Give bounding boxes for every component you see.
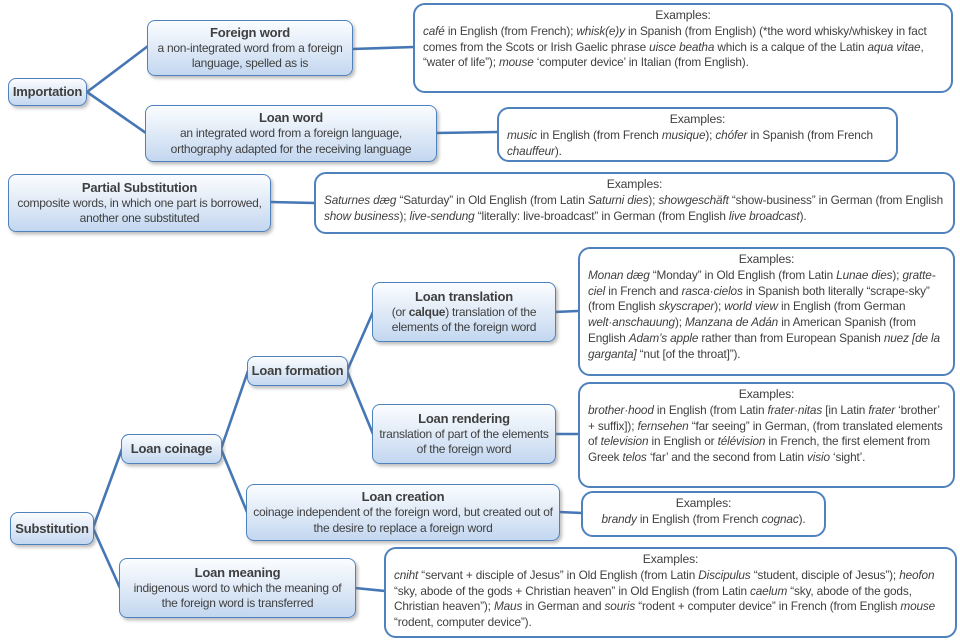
node-partial-substitution-description: composite words, in which one part is bo… [17, 195, 262, 226]
examples-box-loan-creation: Examples: brandy in English (from French… [581, 491, 826, 537]
examples-heading: Examples: [738, 387, 795, 401]
examples-text-loan-rendering: brother·hood in English (from Latin frat… [588, 402, 943, 465]
node-substitution-title: Substitution [15, 520, 89, 536]
connector-substitution-loan-meaning [91, 526, 122, 590]
node-loan-creation-title: Loan creation [361, 489, 445, 504]
examples-heading: Examples: [738, 252, 795, 266]
node-loan-formation-title: Loan formation [251, 363, 344, 378]
examples-box-loan-translation: Examples: Monan dæg “Monday” in Old Engl… [578, 247, 955, 376]
node-loan-formation: Loan formation [247, 356, 348, 386]
examples-heading: Examples: [675, 496, 732, 510]
connector-loan-word-examples [434, 130, 500, 135]
node-substitution: Substitution [10, 512, 94, 545]
examples-heading: Examples: [669, 112, 726, 126]
examples-text-partial-substitution: Saturnes dæg “Saturday” in Old English (… [324, 192, 944, 223]
node-loan-translation-description: (or calque) translation of the elements … [391, 304, 537, 335]
examples-heading: Examples: [655, 8, 711, 22]
connector-partial-substitution-examples [268, 200, 317, 205]
examples-box-foreign-word: Examples: café in English (from French);… [413, 3, 953, 93]
connector-loan-creation-examples [557, 510, 584, 515]
connector-importation-foreign-word [85, 44, 150, 94]
connector-substitution-loan-coinage [91, 447, 124, 530]
connector-loan-coinage-loan-creation [219, 447, 249, 514]
examples-box-loan-word: Examples: music in English (from French … [497, 107, 898, 162]
node-importation-title: Importation [12, 84, 83, 99]
connector-loan-formation-loan-translation [345, 310, 375, 373]
node-loan-rendering-title: Loan rendering [418, 410, 510, 426]
node-partial-substitution: Partial Substitution composite words, in… [8, 174, 271, 232]
node-loan-word-description: an integrated word from a foreign langua… [170, 126, 412, 156]
examples-box-loan-rendering: Examples: brother·hood in English (from … [578, 382, 955, 488]
node-loan-meaning: Loan meaning indigenous word to which th… [119, 558, 356, 618]
connector-importation-loan-word [85, 90, 148, 135]
node-loan-translation: Loan translation (or calque) translation… [372, 282, 556, 342]
connector-loan-meaning-examples [353, 586, 387, 593]
connector-foreign-word-examples [350, 45, 416, 51]
node-foreign-word-title: Foreign word [210, 24, 290, 40]
connector-loan-formation-loan-rendering [345, 369, 375, 436]
examples-text-loan-meaning: cniht “servant + disciple of Jesus” in O… [394, 567, 936, 630]
node-loan-meaning-title: Loan meaning [194, 564, 281, 580]
node-loan-translation-title: Loan translation [415, 288, 513, 304]
examples-heading: Examples: [642, 552, 699, 566]
examples-text-loan-word: music in English (from French musique); … [507, 127, 873, 158]
node-loan-coinage-title: Loan coinage [130, 441, 213, 456]
node-loan-coinage: Loan coinage [121, 434, 222, 464]
connector-loan-coinage-loan-formation [219, 369, 250, 451]
node-loan-creation: Loan creation coinage independent of the… [246, 484, 560, 541]
node-loan-creation-description: coinage independent of the foreign word,… [253, 505, 553, 535]
node-foreign-word: Foreign word a non-integrated word from … [147, 20, 353, 76]
examples-text-foreign-word: café in English (from French); whisk(e)y… [423, 23, 927, 70]
node-loan-word: Loan word an integrated word from a fore… [145, 105, 437, 162]
node-foreign-word-description: a non-integrated word from a foreign lan… [157, 40, 343, 71]
node-loan-rendering: Loan rendering translation of part of th… [372, 404, 556, 464]
examples-box-partial-substitution: Examples: Saturnes dæg “Saturday” in Old… [314, 172, 955, 234]
connector-loan-translation-examples [552, 309, 580, 314]
examples-box-loan-meaning: Examples: cniht “servant + disciple of J… [384, 547, 957, 638]
node-loan-rendering-description: translation of part of the elements of t… [379, 426, 549, 457]
node-partial-substitution-title: Partial Substitution [81, 179, 198, 195]
node-loan-word-title: Loan word [259, 110, 323, 125]
node-importation: Importation [8, 78, 87, 106]
node-loan-meaning-description: indigenous word to which the meaning of … [133, 580, 342, 611]
examples-text-loan-translation: Monan dæg “Monday” in Old English (from … [588, 267, 940, 361]
examples-text-loan-creation: brandy in English (from French cognac). [601, 511, 806, 526]
examples-heading: Examples: [606, 177, 663, 191]
